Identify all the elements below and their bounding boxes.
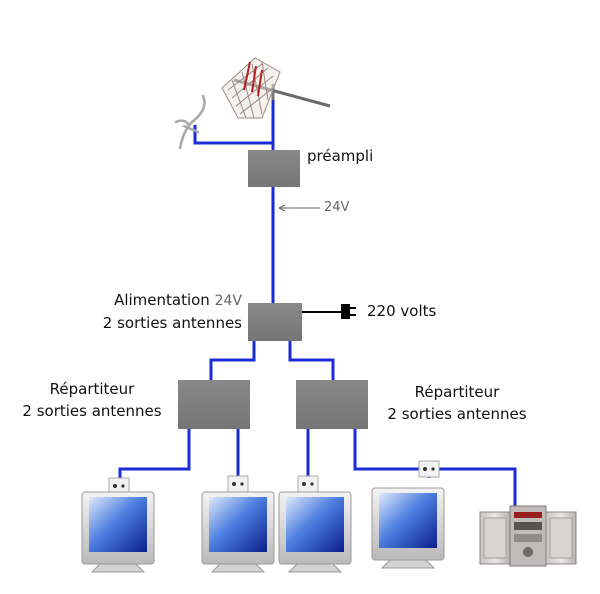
- repartiteur-left-label: Répartiteur 2 sorties antennes: [2, 378, 182, 422]
- preampli-label: préampli: [307, 147, 374, 165]
- repartiteur-right-box: [296, 380, 368, 429]
- uhf-grid-antenna-icon: [221, 57, 331, 119]
- voltage-arrow-icon: [278, 204, 320, 212]
- cable-alim-to-right-repartiteur: [288, 341, 335, 380]
- alimentation-voltage: 24V: [214, 293, 242, 309]
- repartiteur-left-title: Répartiteur: [49, 380, 135, 398]
- vhf-antenna-icon: [174, 94, 206, 150]
- hifi-stereo-icon: [479, 505, 577, 567]
- wall-socket-icon: [108, 477, 130, 495]
- cable-alim-to-left-repartiteur: [209, 341, 256, 380]
- alimentation-box: [248, 303, 302, 341]
- power-input-label: 220 volts: [367, 302, 437, 320]
- wall-socket-icon: [227, 475, 249, 493]
- repartiteur-left-sub: 2 sorties antennes: [22, 402, 162, 420]
- repartiteur-right-sub: 2 sorties antennes: [387, 405, 527, 423]
- tv-monitor-icon: [371, 487, 445, 569]
- tv-monitor-icon: [81, 491, 155, 573]
- alimentation-sub: 2 sorties antennes: [102, 314, 242, 332]
- power-plug-icon: [341, 304, 356, 319]
- alimentation-title: Alimentation: [114, 291, 210, 309]
- alimentation-label: Alimentation 24V 2 sorties antennes: [70, 289, 242, 334]
- tv-monitor-icon: [278, 491, 352, 573]
- wall-socket-icon: [418, 460, 440, 478]
- wall-socket-icon: [297, 475, 319, 493]
- voltage-label: 24V: [324, 200, 350, 215]
- preampli-box: [248, 150, 300, 187]
- alimentation-title-line: Alimentation 24V: [70, 289, 242, 312]
- cable-vhf-antenna: [193, 125, 273, 145]
- cable-to-monitor-1: [118, 429, 191, 480]
- repartiteur-left-box: [178, 380, 250, 429]
- tv-monitor-icon: [201, 491, 275, 573]
- repartiteur-right-label: Répartiteur 2 sorties antennes: [367, 381, 547, 425]
- repartiteur-right-title: Répartiteur: [414, 383, 500, 401]
